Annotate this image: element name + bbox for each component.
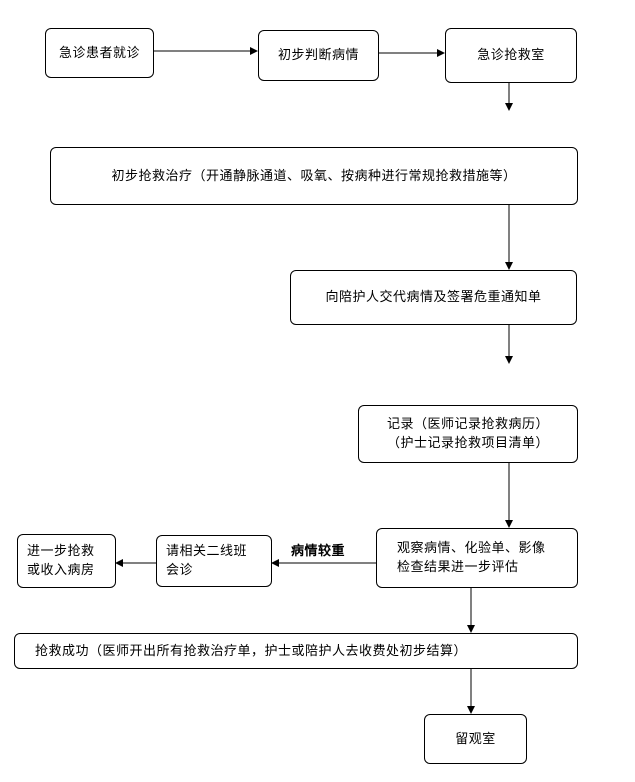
node-observation-room: 留观室 <box>424 714 527 764</box>
node-patient-visit: 急诊患者就诊 <box>45 28 154 78</box>
node-rescue-success: 抢救成功（医师开出所有抢救治疗单，护士或陪护人去收费处初步结算） <box>14 633 578 669</box>
node-inform-family: 向陪护人交代病情及签署危重通知单 <box>290 270 577 325</box>
node-consultation: 请相关二线班 会诊 <box>156 535 272 587</box>
node-initial-treatment: 初步抢救治疗（开通静脉通道、吸氧、按病种进行常规抢救措施等） <box>50 147 578 205</box>
edge-label-severe: 病情较重 <box>291 544 346 559</box>
node-record: 记录（医师记录抢救病历） （护士记录抢救项目清单） <box>358 405 578 463</box>
node-emergency-room: 急诊抢救室 <box>445 28 577 83</box>
node-admit-ward: 进一步抢救 或收入病房 <box>17 534 116 588</box>
node-initial-judgment: 初步判断病情 <box>258 30 379 81</box>
node-observe-evaluate: 观察病情、化验单、影像 检查结果进一步评估 <box>376 528 578 588</box>
